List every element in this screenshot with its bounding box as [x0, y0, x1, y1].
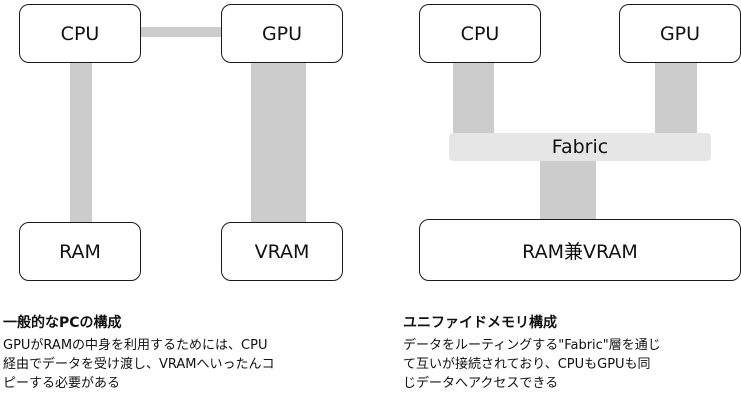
right-caption-title: ユニファイドメモリ構成	[403, 315, 557, 331]
connector-cpu-fabric	[453, 63, 494, 135]
connector-cpu-ram	[70, 63, 92, 222]
connector-fabric-memory	[540, 160, 596, 220]
ram-box: RAM	[19, 222, 141, 281]
connector-cpu-gpu	[140, 27, 222, 37]
ram-label: RAM	[59, 240, 101, 263]
left-caption-line-3: ピーする必要がある	[3, 376, 121, 391]
vram-box: VRAM	[221, 222, 343, 281]
gpu-label: GPU	[261, 22, 303, 45]
right-caption-line-3: じデータへアクセスできる	[403, 376, 559, 391]
vram-label: VRAM	[254, 240, 310, 263]
right-caption-line-2: て互いが接続されており、CPUもGPUも同	[403, 357, 651, 372]
right-cpu-box: CPU	[419, 4, 541, 63]
right-caption: ユニファイドメモリ構成 データをルーティングする"Fabric"層を通じ て互い…	[403, 312, 741, 393]
right-cpu-label: CPU	[460, 22, 500, 45]
right-caption-line-1: データをルーティングする"Fabric"層を通じ	[403, 338, 661, 353]
unified-memory-label: RAM兼VRAM	[522, 240, 638, 263]
unified-memory-box: RAM兼VRAM	[419, 219, 741, 281]
left-caption-line-2: 経由でデータを受け渡し、VRAMへいったんコ	[3, 357, 275, 372]
fabric-label: Fabric	[551, 136, 609, 158]
right-gpu-label: GPU	[659, 22, 701, 45]
left-caption-text: GPUがRAMの中身を利用するためには、CPU 経由でデータを受け渡し、VRAM…	[3, 336, 363, 393]
connector-gpu-fabric	[655, 63, 697, 135]
left-caption-title: 一般的なPCの構成	[3, 315, 122, 331]
right-gpu-box: GPU	[619, 4, 741, 63]
fabric-layer: Fabric	[449, 133, 711, 161]
left-caption: 一般的なPCの構成 GPUがRAMの中身を利用するためには、CPU 経由でデータ…	[3, 312, 363, 393]
connector-gpu-vram	[251, 63, 306, 222]
cpu-box: CPU	[19, 4, 141, 63]
gpu-box: GPU	[221, 4, 343, 63]
left-caption-line-1: GPUがRAMの中身を利用するためには、CPU	[3, 338, 268, 353]
cpu-label: CPU	[60, 22, 100, 45]
right-caption-text: データをルーティングする"Fabric"層を通じ て互いが接続されており、CPU…	[403, 336, 741, 393]
